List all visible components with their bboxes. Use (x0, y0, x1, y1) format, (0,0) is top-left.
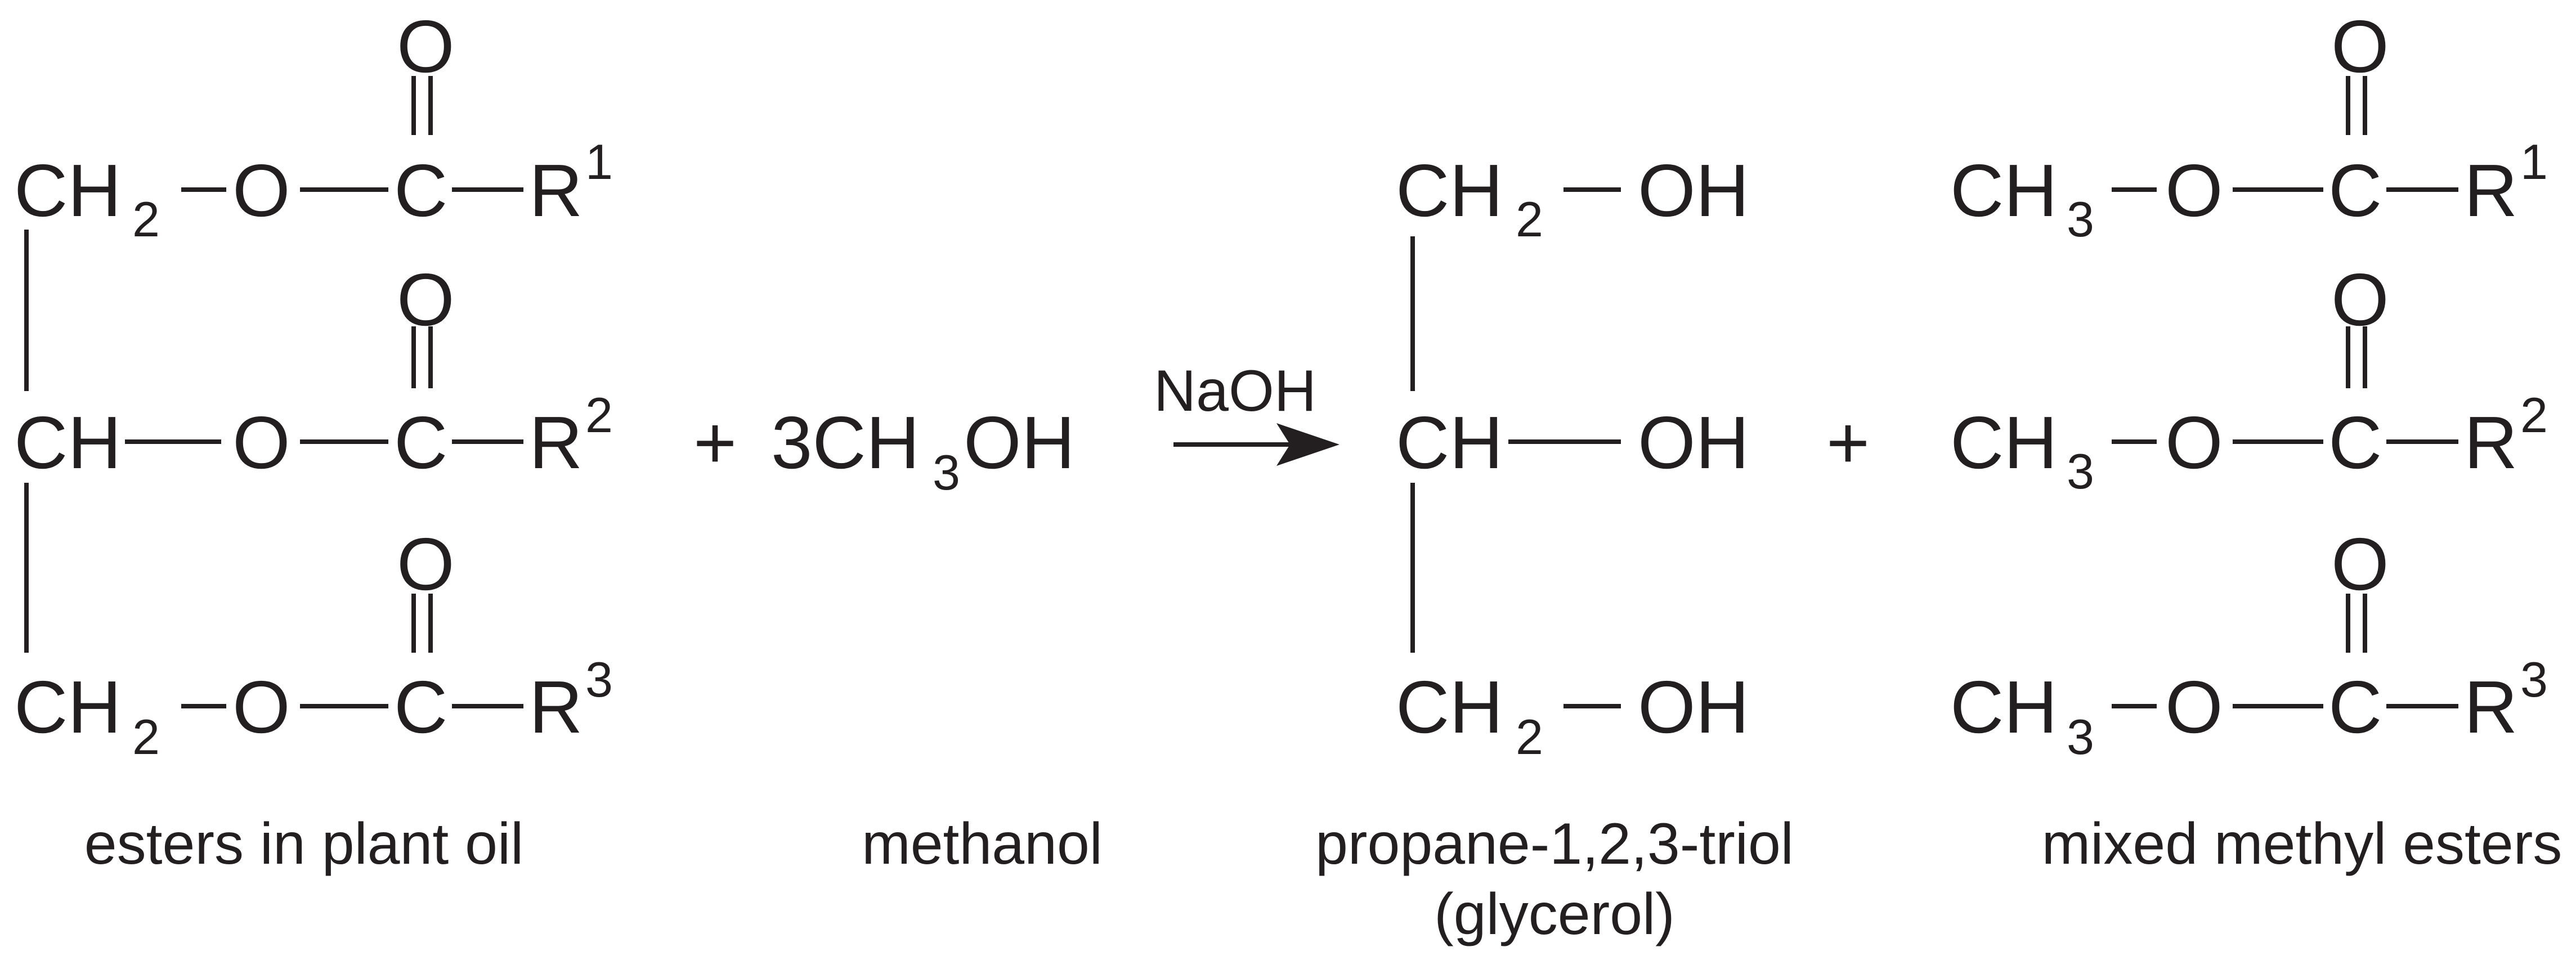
glycerol-row3-ch: CH (1396, 666, 1503, 748)
oil-row3-r: R (529, 666, 583, 748)
ester-row3-oxygen: O (2165, 666, 2223, 748)
glycerol-row3-subscript: 2 (1516, 709, 1543, 765)
ester-row1-subscript: 3 (2067, 191, 2094, 247)
oil-caption: esters in plant oil (84, 811, 523, 877)
glycerol-row2-oh: OH (1638, 401, 1749, 484)
ester-row2-carbonyl-oxygen: O (2331, 258, 2389, 341)
oil-row2-superscript: 2 (585, 387, 613, 443)
ester-row1-carbonyl-oxygen: O (2331, 5, 2389, 88)
ester-row3-superscript: 3 (2520, 652, 2548, 707)
arrow-head-icon (1276, 423, 1339, 466)
oil-row2-carbonyl-oxygen: O (397, 258, 455, 341)
oil-row1-oxygen: O (232, 149, 290, 232)
oil-row2-r: R (529, 401, 583, 484)
methanol-formula-ch: 3CH (771, 401, 920, 484)
methanol-caption: methanol (862, 811, 1103, 877)
glycerol-caption-line1: propane-1,2,3-triol (1315, 811, 1794, 877)
ester-row2-r: R (2464, 401, 2517, 484)
ester-row3-carbon: C (2328, 666, 2382, 748)
product-glycerol: CH 2 OH CH OH CH 2 OH propane-1,2,3-trio… (1315, 149, 1794, 947)
ester-row1-superscript: 1 (2520, 134, 2548, 190)
oil-row1-carbonyl-oxygen: O (397, 5, 455, 88)
methanol-subscript: 3 (933, 445, 960, 500)
glycerol-row2-ch: CH (1396, 401, 1503, 484)
ester-row1-r: R (2464, 149, 2517, 232)
oil-row1-superscript: 1 (585, 134, 613, 190)
ester-row2-carbon: C (2328, 401, 2382, 484)
glycerol-row1-subscript: 2 (1516, 191, 1543, 247)
reactant-plus-sign: + (693, 401, 737, 484)
ester-row1-ch: CH (1950, 149, 2058, 232)
ester-row3-subscript: 3 (2067, 709, 2094, 765)
reagent-methanol: + 3CH 3 OH methanol (693, 401, 1103, 877)
methanol-formula-oh: OH (964, 401, 1075, 484)
oil-row3-subscript: 2 (132, 709, 160, 765)
reaction-arrow: NaOH (1154, 358, 1339, 466)
esters-caption: mixed methyl esters (2042, 811, 2562, 877)
oil-row1-ch: CH (14, 149, 122, 232)
reactant-triglyceride: CH 2 O C O R 1 CH O C O R 2 CH 2 O C O R (14, 5, 613, 877)
ester-row1-carbon: C (2328, 149, 2382, 232)
ester-row3-carbonyl-oxygen: O (2331, 523, 2389, 605)
oil-row3-carbon: C (394, 666, 447, 748)
oil-row1-subscript: 2 (132, 191, 160, 247)
ester-row2-oxygen: O (2165, 401, 2223, 484)
product-plus-sign: + (1826, 401, 1870, 484)
ester-row3-r: R (2464, 666, 2517, 748)
oil-row1-carbon: C (394, 149, 447, 232)
glycerol-row1-ch: CH (1396, 149, 1503, 232)
ester-row2-subscript: 3 (2067, 443, 2094, 499)
oil-row2-oxygen: O (232, 401, 290, 484)
oil-row3-carbonyl-oxygen: O (397, 523, 455, 605)
glycerol-caption-line2: (glycerol) (1434, 882, 1675, 947)
catalyst-label: NaOH (1154, 358, 1316, 424)
oil-row2-carbon: C (394, 401, 447, 484)
oil-row3-ch: CH (14, 666, 122, 748)
oil-row3-superscript: 3 (585, 652, 613, 707)
oil-row3-oxygen: O (232, 666, 290, 748)
ester-row3-ch: CH (1950, 666, 2058, 748)
glycerol-row1-oh: OH (1638, 149, 1749, 232)
glycerol-row3-oh: OH (1638, 666, 1749, 748)
ester-row1-oxygen: O (2165, 149, 2223, 232)
ester-row2-ch: CH (1950, 401, 2058, 484)
product-methyl-esters: CH 3 O C O R 1 CH 3 O C O R 2 CH 3 O C O (1950, 5, 2562, 877)
oil-row2-ch: CH (14, 401, 122, 484)
ester-row2-superscript: 2 (2520, 387, 2548, 443)
oil-row1-r: R (529, 149, 583, 232)
